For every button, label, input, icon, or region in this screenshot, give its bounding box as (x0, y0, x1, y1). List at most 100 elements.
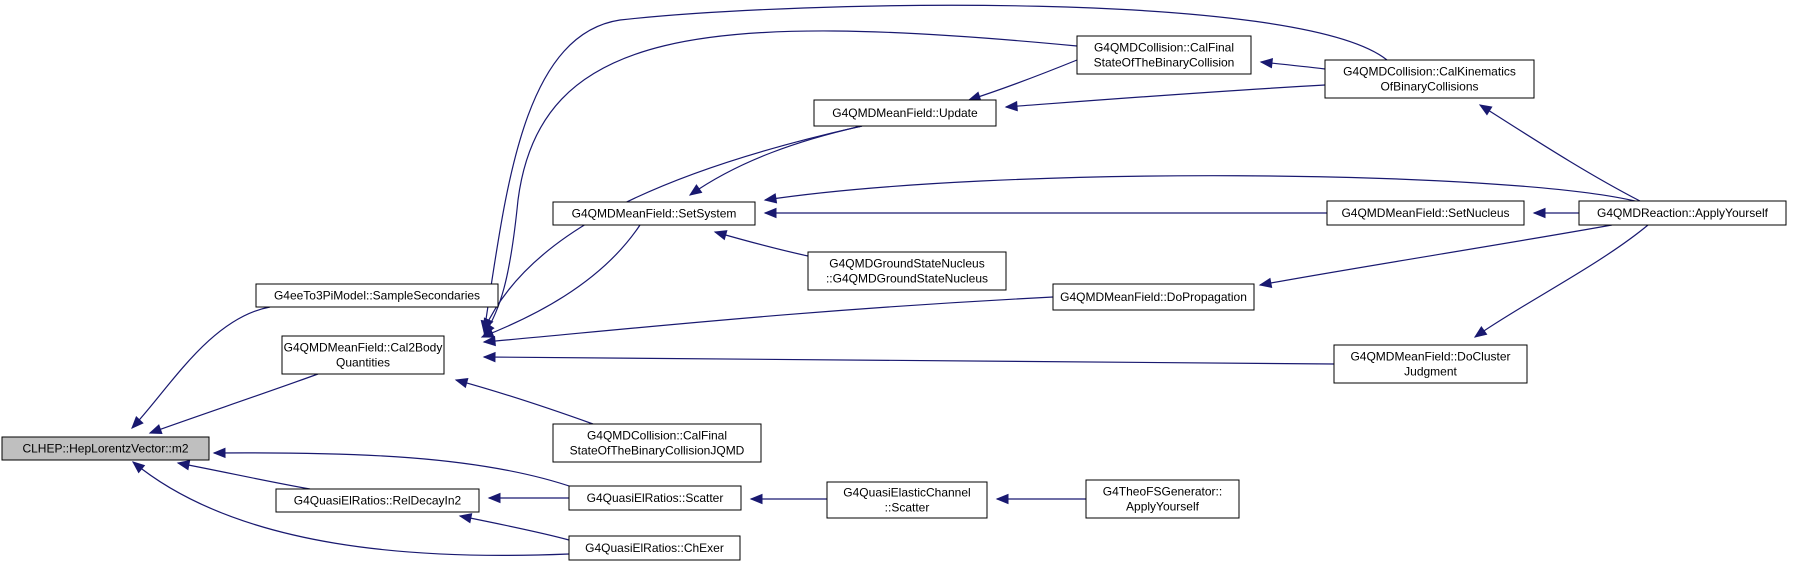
edge-line (483, 4, 1388, 333)
edge-layer (131, 4, 1649, 557)
node-reldecay[interactable]: G4QuasiElRatios::RelDecayIn2 (275, 488, 480, 513)
edge-docluster-to-cal2body (482, 351, 1335, 365)
edge-reldecay-to-m2 (176, 460, 311, 490)
node-label: ::Scatter (885, 501, 930, 515)
node-ee3pi[interactable]: G4eeTo3PiModel::SampleSecondaries (255, 283, 499, 308)
node-box[interactable] (1578, 200, 1787, 226)
node-label: CLHEP::HepLorentzVector::m2 (22, 442, 188, 456)
edge-line (455, 379, 594, 425)
node-box[interactable] (1333, 344, 1528, 384)
edge-arrowhead (1478, 104, 1493, 116)
edge-applyyourself-to-calkin (1478, 104, 1641, 202)
node-label: G4QMDMeanField::Cal2Body (284, 341, 443, 355)
edge-setnucleus-to-setsystem (763, 207, 1327, 219)
node-box[interactable] (813, 99, 997, 127)
edge-line (481, 224, 641, 338)
node-box[interactable] (568, 535, 741, 561)
edge-arrowhead (1532, 207, 1546, 219)
node-label: G4QuasiElasticChannel (843, 486, 970, 500)
edge-cal2body-to-m2 (148, 373, 319, 435)
node-label: G4QMDCollision::CalKinematics (1343, 65, 1516, 79)
node-update[interactable]: G4QMDMeanField::Update (813, 99, 997, 127)
edge-arrowhead (482, 335, 496, 347)
node-label: G4QuasiElRatios::Scatter (587, 491, 724, 505)
node-calkin[interactable]: G4QMDCollision::CalKinematicsOfBinaryCol… (1324, 59, 1535, 99)
node-scatter[interactable]: G4QuasiElRatios::Scatter (568, 485, 742, 511)
edge-scatter-to-reldecay (487, 492, 569, 504)
node-box[interactable] (1085, 479, 1240, 519)
edge-line (1259, 224, 1613, 286)
node-box[interactable] (807, 251, 1007, 291)
node-chexer[interactable]: G4QuasiElRatios::ChExer (568, 535, 741, 561)
edge-chexer-to-m2 (131, 461, 570, 557)
edge-arrowhead (482, 351, 496, 363)
edge-line (149, 373, 319, 434)
edge-arrowhead (487, 492, 501, 504)
edge-line (177, 462, 311, 490)
node-setsystem[interactable]: G4QMDMeanField::SetSystem (552, 201, 756, 226)
node-box[interactable] (275, 488, 480, 513)
edge-calkin-to-cal2body (480, 4, 1388, 334)
edge-line (132, 461, 570, 557)
node-calfinaljqmd[interactable]: G4QMDCollision::CalFinalStateOfTheBinary… (552, 423, 762, 463)
edge-arrowhead (1259, 57, 1273, 69)
node-box[interactable] (255, 283, 499, 308)
node-box[interactable] (1324, 59, 1535, 99)
edge-chexer-to-reldecay (458, 513, 570, 541)
edge-gsnucleus-to-setsystem (713, 230, 809, 257)
node-box[interactable] (1052, 283, 1255, 311)
node-box[interactable] (552, 423, 762, 463)
node-m2[interactable]: CLHEP::HepLorentzVector::m2 (1, 436, 210, 461)
edge-line (483, 30, 1078, 336)
node-label: G4QMDReaction::ApplyYourself (1597, 206, 1769, 220)
edge-line (689, 125, 863, 196)
edge-arrowhead (749, 493, 763, 505)
node-label: G4QuasiElRatios::RelDecayIn2 (294, 494, 462, 508)
edge-line (968, 59, 1078, 101)
node-applyyourself[interactable]: G4QMDReaction::ApplyYourself (1578, 200, 1787, 226)
edge-calkin-to-calfinal (1259, 57, 1326, 70)
edge-line (131, 306, 271, 429)
edge-qechannel-to-scatter (749, 493, 827, 505)
node-label: G4QMDMeanField::Update (832, 106, 978, 120)
edge-line (714, 231, 809, 257)
node-box[interactable] (826, 481, 988, 519)
node-layer: CLHEP::HepLorentzVector::m2 G4eeTo3PiMode… (1, 35, 1787, 561)
node-box[interactable] (568, 485, 742, 511)
node-dopropagation[interactable]: G4QMDMeanField::DoPropagation (1052, 283, 1255, 311)
node-label: G4TheoFSGenerator:: (1103, 485, 1222, 499)
node-box[interactable] (1076, 35, 1252, 75)
node-qechannel[interactable]: G4QuasiElasticChannel::Scatter (826, 481, 988, 519)
edge-applyyourself-to-setnucleus (1532, 207, 1579, 219)
edge-arrowhead (763, 193, 778, 204)
node-box[interactable] (1326, 200, 1525, 226)
node-box[interactable] (281, 335, 445, 375)
node-label: G4QuasiElRatios::ChExer (585, 541, 724, 555)
node-setnucleus[interactable]: G4QMDMeanField::SetNucleus (1326, 200, 1525, 226)
node-calfinal[interactable]: G4QMDCollision::CalFinalStateOfTheBinary… (1076, 35, 1252, 75)
edge-applyyourself-to-dopropagation (1258, 224, 1613, 289)
node-label: OfBinaryCollisions (1380, 80, 1478, 94)
node-label: G4QMDMeanField::DoCluster (1350, 350, 1510, 364)
node-gsnucleus[interactable]: G4QMDGroundStateNucleus::G4QMDGroundStat… (807, 251, 1007, 291)
edge-line (764, 175, 1636, 202)
edge-line (1479, 104, 1641, 202)
node-box[interactable] (1, 436, 210, 461)
edge-line (459, 515, 570, 541)
edge-arrowhead (212, 447, 226, 459)
edge-arrowhead (688, 184, 703, 196)
edge-line (213, 452, 576, 489)
edge-ee3pi-to-m2 (131, 306, 271, 429)
edge-update-to-cal2body (483, 125, 863, 332)
node-label: G4QMDGroundStateNucleus (829, 257, 984, 271)
node-box[interactable] (552, 201, 756, 226)
node-label: G4eeTo3PiModel::SampleSecondaries (274, 289, 480, 303)
edge-applyyourself-to-setsystem (763, 175, 1636, 204)
node-theofs[interactable]: G4TheoFSGenerator::ApplyYourself (1085, 479, 1240, 519)
edge-arrowhead (763, 207, 777, 219)
edge-scatter-to-m2 (212, 447, 576, 489)
node-label: ApplyYourself (1126, 500, 1200, 514)
